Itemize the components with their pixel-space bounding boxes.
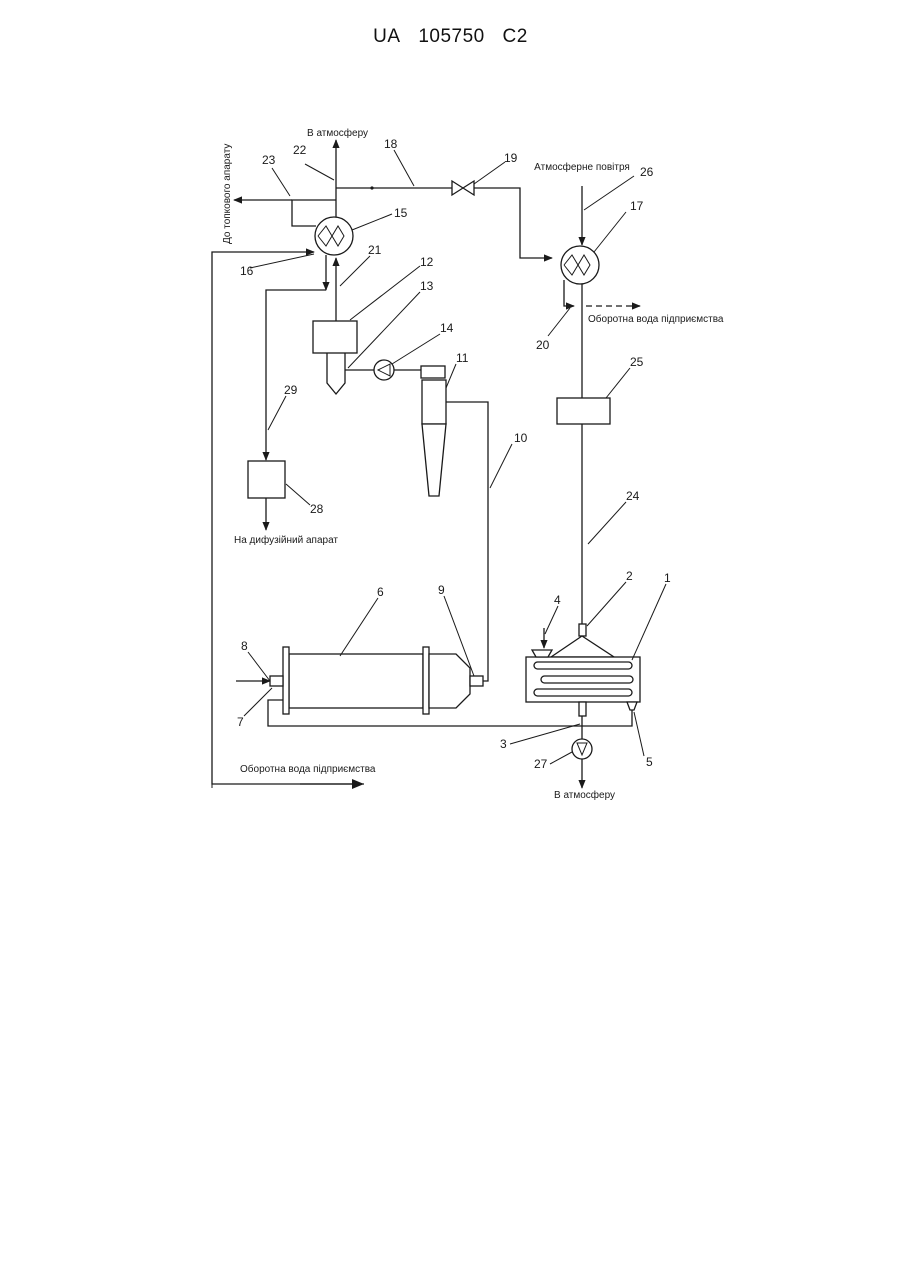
label-to-atmosphere-top: В атмосферу [307, 127, 368, 139]
callout-17: 17 [630, 199, 644, 213]
callout-24: 24 [626, 489, 640, 503]
callout-11: 11 [456, 351, 469, 365]
callout-16: 16 [240, 264, 254, 278]
callout-26: 26 [640, 165, 654, 179]
line-20 [564, 280, 574, 306]
callout-28: 28 [310, 502, 324, 516]
unit-28 [248, 461, 285, 498]
callout-6: 6 [377, 585, 384, 599]
callout-22: 22 [293, 143, 307, 157]
callout-8: 8 [241, 639, 248, 653]
unit-12 [313, 321, 357, 353]
label-atmospheric-air: Атмосферне повітря [534, 161, 630, 173]
callout-27: 27 [534, 757, 548, 771]
callout-1: 1 [664, 571, 671, 585]
label-recycled-water-right: Оборотна вода підприємства [588, 313, 724, 325]
heat-exchanger-17 [561, 246, 599, 284]
label-to-atmosphere-bottom: В атмосферу [554, 789, 615, 801]
callout-13: 13 [420, 279, 434, 293]
callout-5: 5 [646, 755, 653, 769]
pump-14 [374, 360, 394, 380]
callout-29: 29 [284, 383, 298, 397]
line-18-continued [474, 188, 552, 258]
line-29 [266, 290, 326, 460]
cyclone-11 [421, 366, 446, 496]
callout-25: 25 [630, 355, 644, 369]
heat-exchanger-15 [315, 217, 353, 255]
fan-27 [572, 739, 592, 759]
label-atmospheric-air-text: Атмосферне повітря [534, 161, 630, 173]
callout-4: 4 [554, 593, 561, 607]
unit-25 [557, 398, 610, 424]
line-10 [446, 402, 488, 681]
nozzle-13 [327, 353, 345, 394]
callout-18: 18 [384, 137, 398, 151]
callout-7: 7 [237, 715, 244, 729]
callout-10: 10 [514, 431, 528, 445]
dryer-drum-6 [270, 647, 483, 714]
label-to-furnace: До топкового апарату [222, 144, 233, 244]
callout-3: 3 [500, 737, 507, 751]
label-recycled-water-bottom: Оборотна вода підприємства [240, 763, 376, 775]
label-to-diffusion: На дифузійний апарат [234, 534, 338, 546]
callout-21: 21 [368, 243, 382, 257]
callout-14: 14 [440, 321, 454, 335]
callout-9: 9 [438, 583, 445, 597]
callout-19: 19 [504, 151, 518, 165]
callout-23: 23 [262, 153, 276, 167]
callout-20: 20 [536, 338, 550, 352]
callout-12: 12 [420, 255, 434, 269]
valve-19 [452, 181, 474, 195]
callout-15: 15 [394, 206, 408, 220]
callout-2: 2 [626, 569, 633, 583]
apparatus-1 [526, 624, 640, 716]
